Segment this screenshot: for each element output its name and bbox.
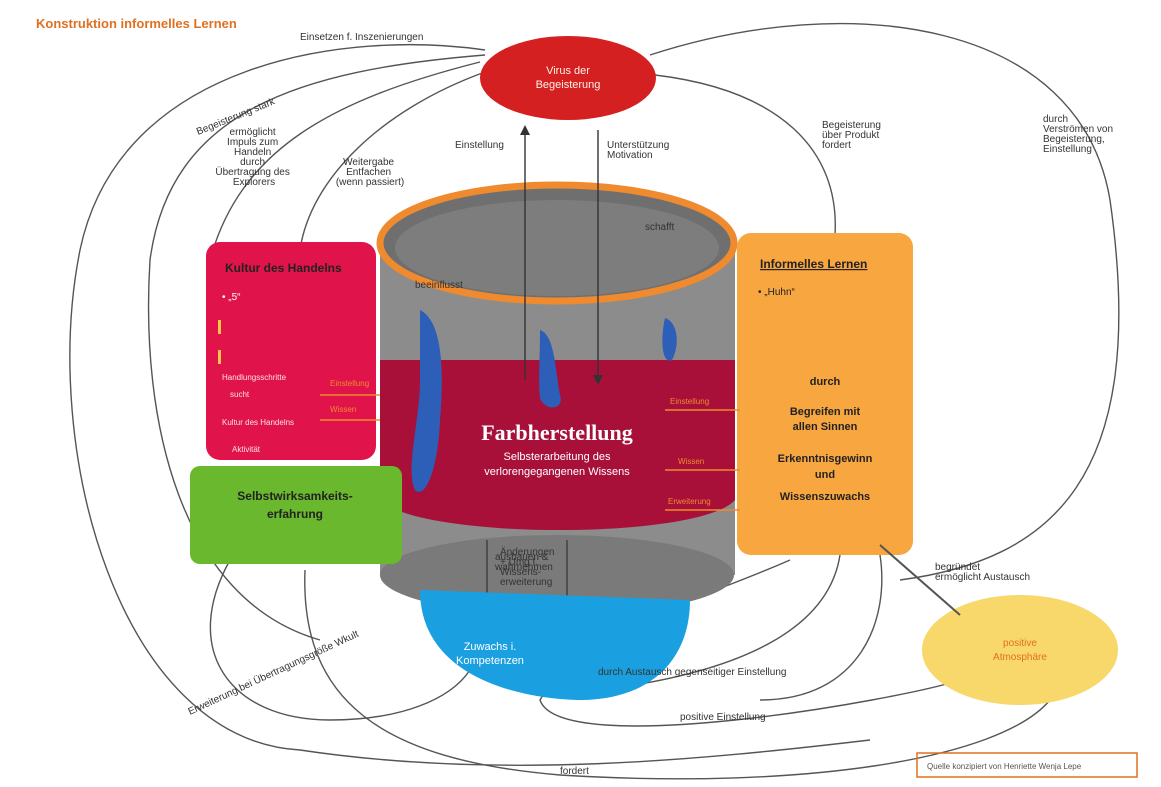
center-subtitle-2: verlorengegangenen Wissens xyxy=(484,466,630,478)
positive-line1: positive xyxy=(1003,638,1037,649)
source-box: Quelle konzipiert von Henriette Wenja Le… xyxy=(916,752,1138,778)
kompetenz-line2: Kompetenzen xyxy=(456,655,524,667)
kultur-marker-1 xyxy=(218,320,221,334)
curve-right-2 xyxy=(654,74,836,236)
kultur-item-1: Handlungsschritte xyxy=(222,373,287,382)
curve-bottom xyxy=(304,569,1051,780)
label-schafft: schafft xyxy=(645,222,674,233)
informell-line1: durch xyxy=(810,376,841,388)
label-positive-einstellung: positive Einstellung xyxy=(680,712,766,723)
connector-curves xyxy=(69,22,1120,780)
cylinder-red-band xyxy=(380,360,735,530)
kultur-box xyxy=(206,242,376,460)
informell-line3: allen Sinnen xyxy=(793,421,858,433)
arrow-down-head xyxy=(593,375,603,385)
source-frame xyxy=(916,752,1138,778)
informell-arrow-label-1: Einstellung xyxy=(670,397,709,406)
kultur-item-3: Kultur des Handelns xyxy=(222,418,294,427)
kompetenz-shape xyxy=(420,590,690,700)
informell-line5: und xyxy=(815,469,835,481)
node-kultur: Kultur des Handelns • „5“ Handlungsschri… xyxy=(206,242,380,460)
curve-outer-right xyxy=(649,22,1120,581)
kultur-marker-2 xyxy=(218,350,221,364)
selbstwirk-line2: erfahrung xyxy=(267,507,323,521)
virus-ellipse xyxy=(480,36,656,120)
label-weitergabe: Weitergabe Entfachen (wenn passiert) xyxy=(336,157,404,188)
curve-bottom-right-3 xyxy=(759,554,883,701)
kultur-arrow-label-1: Einstellung xyxy=(330,379,369,388)
label-anderungen: Änderungen + Umg f. Wissens- erweiterung xyxy=(500,546,557,588)
kultur-item-4: Aktivität xyxy=(232,445,261,454)
label-einsetzen: Einsetzen f. Inszenierungen xyxy=(300,32,423,43)
curve-bottom-left xyxy=(209,559,471,721)
informell-line6: Wissenszuwachs xyxy=(780,491,870,503)
source-text: Quelle konzipiert von Henriette Wenja Le… xyxy=(927,762,1082,771)
node-positive: positive Atmosphäre xyxy=(879,544,1118,705)
label-fordert: fordert xyxy=(560,766,589,777)
label-ausbauen: ausbauen & wahrnehmen xyxy=(494,552,553,573)
arrow-up-head xyxy=(520,125,530,135)
label-durch-verstroemen: durch Verströmen von Begeisterung, Einst… xyxy=(1043,114,1116,155)
paint-drip-3 xyxy=(662,318,677,361)
kultur-item-2: sucht xyxy=(230,390,250,399)
node-informell: Informelles Lernen • „Huhn“ durch Begrei… xyxy=(665,233,913,555)
virus-line2: Begeisterung xyxy=(536,79,601,91)
virus-line1: Virus der xyxy=(546,65,590,77)
positive-ellipse xyxy=(922,595,1118,705)
node-virus: Virus der Begeisterung xyxy=(480,36,656,120)
diagram-title: Konstruktion informelles Lernen xyxy=(36,16,237,31)
label-durch-austausch: durch Austausch gegenseitiger Einstellun… xyxy=(598,667,786,678)
label-einstellung: Einstellung xyxy=(455,140,504,151)
informell-arrow-label-3: Erweiterung xyxy=(668,497,711,506)
selbstwirk-line1: Selbstwirksamkeits- xyxy=(237,489,352,503)
informell-bullet: • „Huhn“ xyxy=(758,287,795,298)
informell-line2: Begreifen mit xyxy=(790,406,861,418)
informell-arrow-label-2: Wissen xyxy=(678,457,704,466)
curve-left-3 xyxy=(209,61,481,261)
curve-left-2 xyxy=(147,54,486,641)
center-subtitle-1: Selbsterarbeitung des xyxy=(503,451,611,463)
label-begeisterung-produkt: Begeisterung über Produkt fordert xyxy=(822,120,884,151)
node-selbstwirk: Selbstwirksamkeits- erfahrung xyxy=(190,466,402,564)
positive-line2: Atmosphäre xyxy=(993,652,1047,663)
node-kompetenz: Zuwachs i. Kompetenzen xyxy=(420,590,690,700)
kultur-arrow-label-2: Wissen xyxy=(330,405,356,414)
cylinder: schafft beeinflusst Farbherstellung Selb… xyxy=(376,125,738,630)
kultur-bullet: • „5“ xyxy=(222,292,241,303)
informell-title: Informelles Lernen xyxy=(760,257,867,271)
kompetenz-line1: Zuwachs i. xyxy=(464,641,517,653)
paint-drip-1 xyxy=(411,310,442,492)
cylinder-inner xyxy=(395,200,719,296)
center-title: Farbherstellung xyxy=(481,420,633,445)
selbstwirk-box xyxy=(190,466,402,564)
paint-drip-2 xyxy=(539,330,561,408)
kultur-title: Kultur des Handelns xyxy=(225,261,342,275)
label-begruendet: begründet ermöglicht Austausch xyxy=(935,562,1030,583)
label-erweiterung: Erweiterung bei Übertragungsgröße Wkult xyxy=(186,628,361,718)
curve-bottom-right-2 xyxy=(599,554,841,691)
informell-line4: Erkenntnisgewinn xyxy=(778,453,873,465)
label-unterstuetzung: Unterstützung Motivation xyxy=(607,140,672,161)
informell-box xyxy=(737,233,913,555)
label-beeinflusst: beeinflusst xyxy=(415,280,463,291)
curve-left-4 xyxy=(299,71,486,251)
positive-arrow xyxy=(879,544,961,616)
label-ermoeglicht: ermöglicht Impuls zum Handeln durch Über… xyxy=(215,127,292,188)
curve-outer-left xyxy=(69,43,871,766)
